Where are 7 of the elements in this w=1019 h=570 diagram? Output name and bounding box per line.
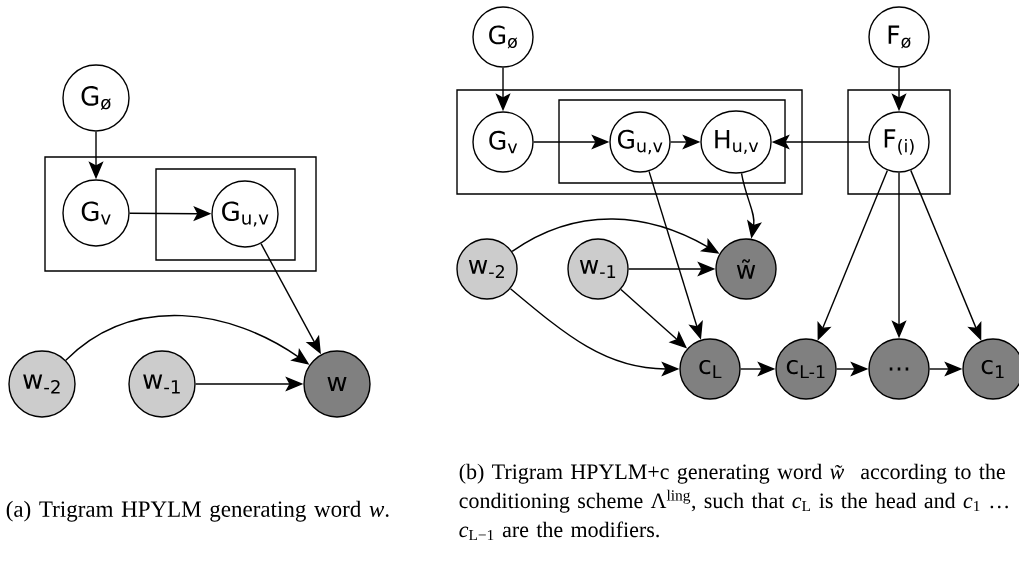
plate-box — [44, 156, 317, 272]
plate-box — [155, 168, 296, 261]
plate-box — [847, 89, 951, 195]
plate-box — [456, 89, 803, 195]
plate-box — [558, 99, 786, 184]
caption: (a) Trigram HPYLM generating word w. — [6, 500, 389, 522]
caption: (b) Trigram HPYLM+c generating word w̃ according to the conditioning scheme Λ$^{ling}$, such that c$_{L}$ is the head and c$_{1}$ … c$_{L−1}$ are the modifiers. — [459, 463, 1008, 541]
